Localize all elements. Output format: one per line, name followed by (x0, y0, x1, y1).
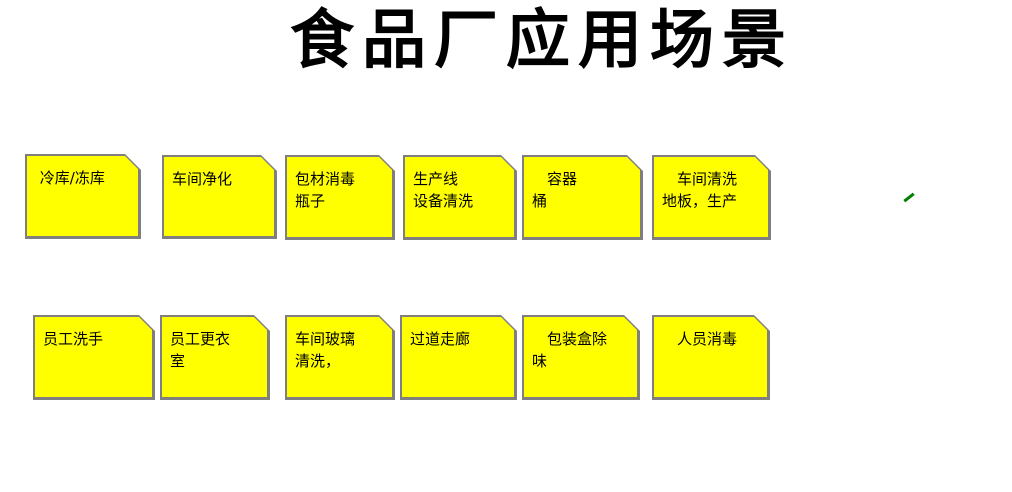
note-body: 包装盒除 味 (524, 317, 637, 397)
note-workshop-floor-cleaning: 车间清洗 地板，生产 (652, 155, 771, 240)
note-packaging-box-deodorizing: 包装盒除 味 (522, 315, 640, 400)
note-body: 员工更衣 室 (162, 317, 267, 397)
note-body: 车间净化 (164, 157, 274, 236)
note-line: 车间清洗 (662, 170, 738, 188)
note-line: 过道走廊 (410, 330, 471, 348)
note-line: 员工洗手 (43, 330, 104, 348)
note-employee-handwashing: 员工洗手 (33, 315, 155, 400)
note-line: 瓶子 (295, 192, 326, 210)
note-personnel-disinfection: 人员消毒 (652, 315, 770, 400)
slide-title: 食品厂应用场景 (290, 3, 794, 78)
note-line: 味 (532, 352, 548, 370)
note-workshop-purification: 车间净化 (162, 155, 277, 239)
note-line: 清洗， (295, 352, 341, 370)
green-pen-stroke-icon (903, 192, 915, 203)
note-line: 桶 (532, 192, 548, 210)
note-packaging-material-disinfection: 包材消毒 瓶子 (285, 155, 395, 240)
note-line: 设备清洗 (413, 192, 474, 210)
note-body: 过道走廊 (402, 317, 514, 397)
note-line: 冷库/冻库 (35, 169, 105, 187)
note-production-line-equipment-cleaning: 生产线 设备清洗 (403, 155, 517, 240)
note-line: 员工更衣 (170, 330, 231, 348)
note-line: 室 (170, 352, 186, 370)
note-cold-storage: 冷库/冻库 (25, 154, 141, 239)
note-body: 车间清洗 地板，生产 (654, 157, 768, 237)
note-corridor-walkway: 过道走廊 (400, 315, 517, 400)
note-line: 容器 (532, 170, 578, 188)
note-body: 容器 桶 (524, 157, 640, 237)
note-line: 包材消毒 (295, 170, 356, 188)
note-body: 冷库/冻库 (27, 156, 138, 236)
note-line: 包装盒除 (532, 330, 608, 348)
note-line: 车间玻璃 (295, 330, 356, 348)
note-body: 员工洗手 (35, 317, 152, 397)
note-line: 人员消毒 (662, 330, 738, 348)
note-employee-changing-room: 员工更衣 室 (160, 315, 270, 400)
note-body: 车间玻璃 清洗， (287, 317, 392, 397)
note-body: 人员消毒 (654, 317, 767, 397)
note-container-bucket: 容器 桶 (522, 155, 643, 240)
note-workshop-glass-cleaning: 车间玻璃 清洗， (285, 315, 395, 400)
note-line: 车间净化 (172, 170, 233, 188)
note-body: 生产线 设备清洗 (405, 157, 514, 237)
note-line: 生产线 (413, 170, 459, 188)
note-body: 包材消毒 瓶子 (287, 157, 392, 237)
note-line: 地板，生产 (662, 192, 738, 210)
